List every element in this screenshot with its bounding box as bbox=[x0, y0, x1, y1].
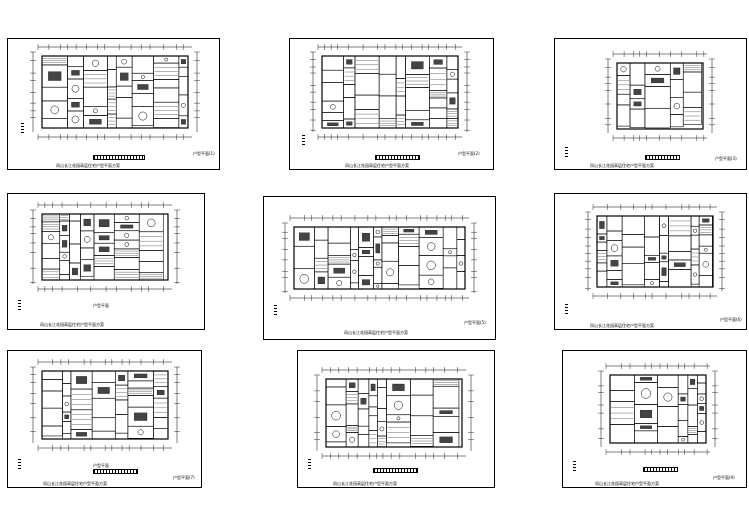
drawing-sheet-5[interactable]: 户型平面(5) 凤山长江花园高层住宅户型平面方案 bbox=[263, 196, 496, 340]
sheet-footer: 凤山长江花园高层住宅户型平面方案 bbox=[345, 163, 409, 168]
floor-plan-6 bbox=[585, 204, 725, 299]
sheet-footer: 凤山长江花园高层住宅户型平面方案 bbox=[344, 330, 408, 335]
sheet-footer: 凤山长江花园高层住宅户型平面方案 bbox=[590, 163, 654, 168]
drawing-sheet-9[interactable]: 户型平面(9) 凤山长江花园高层住宅户型平面方案 bbox=[562, 350, 747, 488]
drawing-sheet-1[interactable]: 户型平面(1) 凤山长江花园高层住宅户型平面方案 bbox=[7, 38, 220, 170]
scale-note: 户型平面(1) bbox=[193, 151, 215, 156]
floor-plan-2 bbox=[310, 44, 470, 140]
floor-plan-8 bbox=[314, 367, 474, 459]
scale-marks bbox=[274, 305, 277, 317]
drawing-sheet-6[interactable]: 户型平面(6) 凤山长江花园高层住宅户型平面方案 bbox=[554, 193, 747, 330]
scale-note: 户型平面(2) bbox=[458, 151, 480, 156]
sheet-title-bar bbox=[93, 155, 145, 160]
scale-marks bbox=[18, 300, 21, 312]
sheet-title-bar bbox=[643, 467, 678, 472]
sheet-footer: 凤山长江花园高层住宅户型平面方案 bbox=[590, 323, 654, 328]
drawing-sheet-7[interactable]: 户型平面 户型平面(7) 凤山长江花园高层住宅户型平面方案 bbox=[7, 350, 202, 488]
sheet-title-bar bbox=[375, 155, 420, 160]
scale-note: 户型平面(3) bbox=[715, 156, 737, 161]
sheet-label: 户型平面 bbox=[93, 303, 109, 308]
floor-plan-1 bbox=[30, 44, 200, 140]
floor-plan-7 bbox=[30, 359, 180, 451]
sheet-label: 户型平面 bbox=[93, 463, 109, 468]
scale-note: 户型平面(9) bbox=[713, 475, 735, 480]
floor-plan-5 bbox=[282, 215, 477, 301]
scale-marks bbox=[302, 135, 305, 147]
scale-marks bbox=[573, 461, 576, 473]
sheet-footer: 凤山长江花园高层住宅户型平面方案 bbox=[595, 481, 659, 486]
scale-marks bbox=[565, 304, 568, 316]
sheet-title-bar bbox=[373, 468, 418, 473]
sheet-footer: 凤山长江花园高层住宅户型平面方案 bbox=[43, 481, 107, 486]
floor-plan-3 bbox=[605, 51, 715, 141]
drawing-sheet-8[interactable]: 凤山长江花园高层住宅户型平面方案 bbox=[297, 350, 495, 488]
scale-note: 户型平面(7) bbox=[173, 475, 195, 480]
sheet-footer: 凤山长江花园高层住宅户型平面方案 bbox=[40, 322, 104, 327]
scale-marks bbox=[308, 459, 311, 471]
sheet-title-bar bbox=[645, 155, 680, 160]
scale-marks bbox=[21, 123, 24, 135]
drawing-sheet-4[interactable]: 户型平面 凤山长江花园高层住宅户型平面方案 bbox=[7, 193, 205, 330]
sheet-footer: 凤山长江花园高层住宅户型平面方案 bbox=[333, 481, 397, 486]
scale-marks bbox=[565, 147, 568, 159]
floor-plan-9 bbox=[598, 363, 718, 455]
scale-note: 户型平面(5) bbox=[464, 320, 486, 325]
drawing-sheet-3[interactable]: 户型平面(3) 凤山长江花园高层住宅户型平面方案 bbox=[554, 38, 747, 170]
scale-note: 户型平面(6) bbox=[720, 317, 742, 322]
scale-marks bbox=[18, 459, 21, 471]
floor-plan-4 bbox=[30, 202, 180, 292]
sheet-title-bar bbox=[93, 469, 138, 474]
sheet-footer: 凤山长江花园高层住宅户型平面方案 bbox=[56, 163, 120, 168]
drawing-sheet-2[interactable]: 户型平面(2) 凤山长江花园高层住宅户型平面方案 bbox=[289, 38, 494, 170]
